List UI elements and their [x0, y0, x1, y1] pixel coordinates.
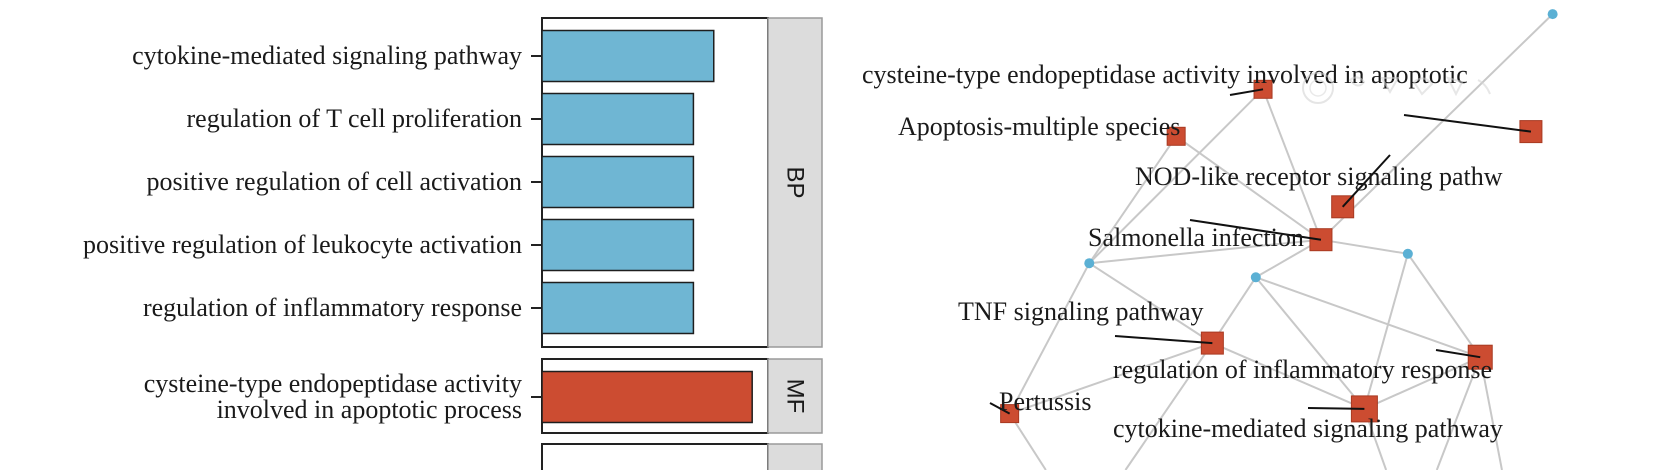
- facet-strip: [767, 17, 823, 348]
- network-edge: [1175, 135, 1322, 241]
- gene-node: [1547, 9, 1558, 20]
- network-labels: cysteine-type endopeptidase activity inv…: [862, 60, 1532, 443]
- term-node: [1467, 344, 1493, 370]
- network-node-label: Salmonella infection: [1088, 223, 1304, 252]
- network-edge: [1363, 356, 1481, 410]
- network-edge: [1089, 238, 1322, 265]
- network-edge: [1262, 88, 1322, 241]
- network-edge: [1435, 356, 1482, 470]
- go-enrichment-bar-chart: BP cytokine-mediated signaling pathway reg…: [83, 17, 823, 470]
- y-tick-label: positive regulation of leukocyte activat…: [83, 230, 522, 259]
- network-edge: [1009, 342, 1213, 415]
- facet-strip-label: MF: [782, 379, 809, 414]
- label-leader-line: [1435, 349, 1481, 359]
- network-node-label: regulation of inflammatory response: [1113, 355, 1492, 384]
- label-leader-line: [1229, 88, 1264, 96]
- network-edge: [1088, 88, 1264, 264]
- watermark-seal: [1302, 72, 1491, 104]
- y-tick-label: cytokine-mediated signaling pathway: [132, 41, 522, 70]
- network-node-label: cytokine-mediated signaling pathway: [1113, 414, 1503, 443]
- y-tick-label: regulation of T cell proliferation: [187, 104, 523, 133]
- label-leader-line: [1307, 407, 1365, 410]
- label-leader-line: [1341, 154, 1391, 208]
- network-node-label: Pertussis: [999, 387, 1091, 416]
- network-edge: [1479, 357, 1503, 470]
- facet-panel-bp: BP cytokine-mediated signaling pathway reg…: [83, 17, 823, 348]
- y-tick-label: positive regulation of cell activation: [147, 167, 522, 196]
- facet-strip-label: BP: [782, 166, 809, 198]
- bar: [541, 218, 695, 272]
- network-edge: [1407, 253, 1482, 358]
- y-tick-label: cysteine-type endopeptidase activity: [144, 369, 522, 398]
- network-edge: [1320, 13, 1554, 241]
- network-node-label: cysteine-type endopeptidase activity inv…: [862, 60, 1468, 89]
- network-edge: [1320, 238, 1409, 255]
- term-node: [1166, 126, 1186, 146]
- network-edges: [1008, 13, 1554, 470]
- network-edge: [1088, 135, 1177, 264]
- gene-node: [1250, 272, 1261, 283]
- label-leader-line: [1189, 219, 1322, 241]
- network-edge: [1008, 262, 1091, 415]
- network-node-label: NOD-like receptor signaling pathw: [1135, 162, 1503, 191]
- bar: [541, 155, 695, 209]
- bar: [541, 281, 695, 335]
- y-tick-label: regulation of inflammatory response: [143, 293, 522, 322]
- bar: [541, 29, 715, 83]
- label-leader-line: [989, 402, 1011, 415]
- bar: [541, 370, 753, 424]
- network-edge: [1124, 342, 1214, 470]
- term-gene-network: cysteine-type endopeptidase activity inv…: [862, 9, 1558, 470]
- gene-node: [1084, 258, 1095, 269]
- facet-strip: [767, 358, 823, 434]
- network-node-label: TNF signaling pathway: [958, 297, 1204, 326]
- label-leader-line: [1403, 114, 1532, 133]
- network-edge: [1255, 276, 1366, 410]
- facet-strip-partial: [767, 443, 823, 470]
- bar: [541, 92, 695, 146]
- network-node-label: Apoptosis-multiple species: [898, 112, 1180, 141]
- network-edge: [1211, 342, 1365, 410]
- label-leader-line: [1114, 335, 1213, 345]
- network-edge: [1088, 262, 1213, 344]
- facet-panel-partial: [541, 443, 769, 470]
- y-tick-label: involved in apoptotic process: [217, 395, 522, 424]
- gene-node: [1402, 248, 1413, 259]
- network-edge: [1255, 276, 1481, 359]
- network-edge: [1363, 253, 1409, 410]
- facet-panel-mf: MF cysteine-type endopeptidase activityin…: [144, 358, 823, 434]
